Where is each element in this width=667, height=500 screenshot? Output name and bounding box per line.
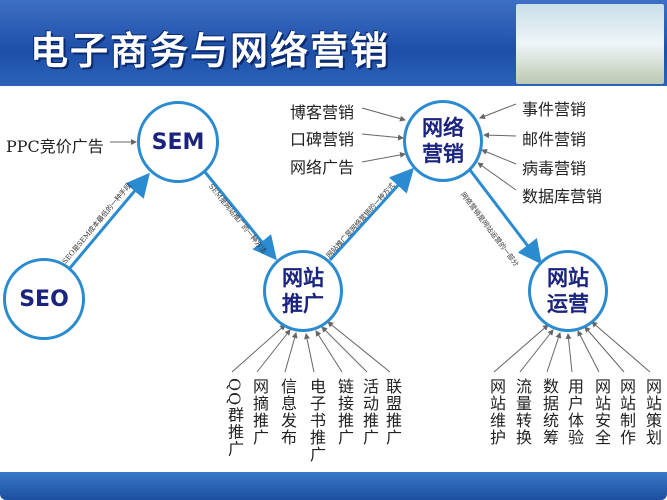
op-ux: 用户体验: [565, 378, 584, 446]
node-site-promotion: 网站推广: [263, 250, 343, 332]
promo-info: 信息发布: [278, 378, 297, 446]
promo-link: 链接推广: [335, 378, 354, 446]
node-site-operation: 网站运营: [528, 250, 608, 332]
page-title: 电子商务与网络营销: [30, 29, 391, 73]
promo-ebook: 电子书推广: [307, 378, 326, 463]
promo-qq: QQ群推广: [225, 378, 244, 458]
op-traffic: 流量转换: [513, 378, 532, 446]
edge-seo-sem: [68, 172, 150, 269]
edge-marketing-operation: [468, 169, 542, 265]
op-security: 网站安全: [592, 378, 611, 446]
promo-bookmark: 网摘推广: [250, 378, 269, 446]
op-build: 网站制作: [617, 378, 636, 446]
op-maintenance: 网站维护: [487, 378, 506, 446]
promo-affiliate: 联盟推广: [383, 378, 402, 446]
node-sem: SEM: [137, 101, 219, 183]
label-viral: 病毒营销: [522, 159, 587, 178]
op-planning: 网站策划: [643, 378, 662, 446]
sprout-photo: [516, 4, 664, 84]
edge-promotion-marketing: [328, 167, 415, 262]
node-network-marketing: 网络营销: [403, 100, 483, 182]
promo-event: 活动推广: [360, 378, 379, 446]
label-ads: 网络广告: [290, 158, 355, 177]
node-seo: SEO: [3, 258, 85, 340]
label-database: 数据库营销: [522, 187, 603, 206]
footer-bar: [0, 472, 667, 500]
label-blog: 博客营销: [290, 103, 355, 122]
label-email: 邮件营销: [522, 130, 587, 149]
label-ppc: PPC竞价广告: [6, 137, 104, 156]
label-event: 事件营销: [522, 100, 587, 119]
op-data: 数据统筹: [540, 378, 559, 446]
edge-sem-promotion: [203, 171, 277, 261]
label-wom: 口碑营销: [290, 130, 355, 149]
